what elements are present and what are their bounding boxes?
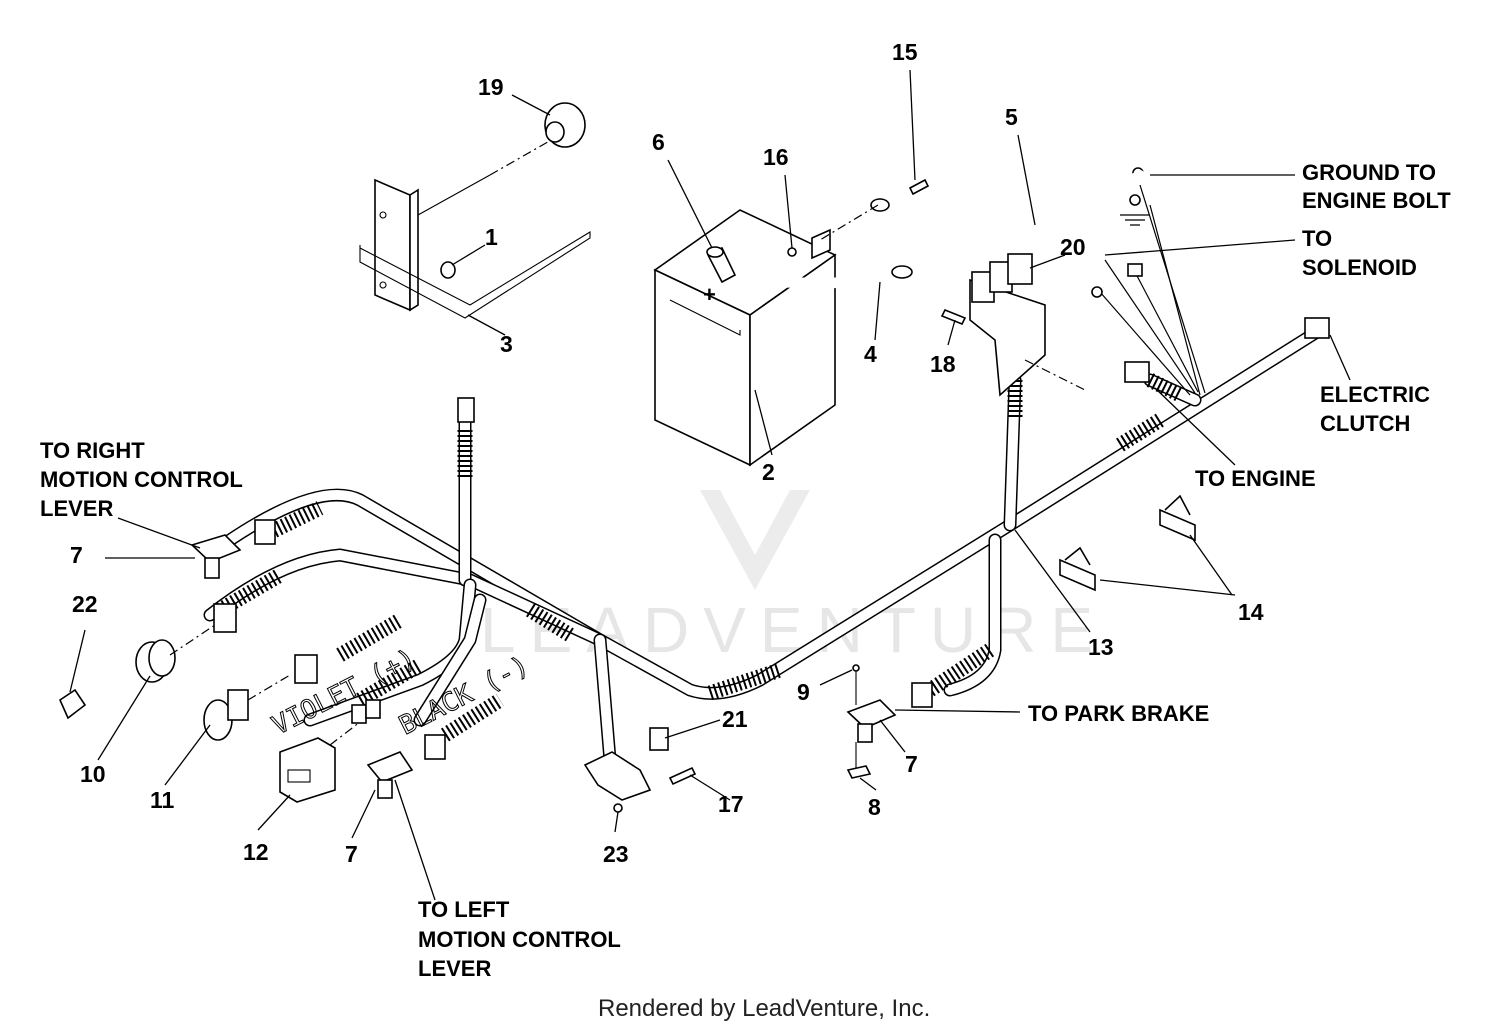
note-engine: TO ENGINE bbox=[1195, 466, 1316, 491]
note-right-line3: LEVER bbox=[40, 496, 113, 521]
callout-18: 18 bbox=[930, 351, 956, 377]
note-left-line2: MOTION CONTROL bbox=[418, 927, 621, 952]
note-right-line2: MOTION CONTROL bbox=[40, 467, 243, 492]
key-22 bbox=[58, 688, 87, 720]
bolt-15 bbox=[908, 178, 930, 196]
plus-sign-icon: + bbox=[703, 282, 716, 307]
connector bbox=[911, 682, 933, 708]
callout-9: 9 bbox=[797, 679, 810, 705]
callout-16: 16 bbox=[763, 144, 789, 170]
note-ground-line2: ENGINE BOLT bbox=[1302, 188, 1451, 213]
callout-5: 5 bbox=[1005, 104, 1018, 130]
plate-8 bbox=[846, 765, 872, 779]
callout-22: 22 bbox=[72, 591, 98, 617]
left-components bbox=[58, 534, 414, 803]
callout-11: 11 bbox=[150, 787, 175, 813]
switch-7-park bbox=[846, 699, 897, 729]
bracket-23 bbox=[583, 751, 652, 801]
callout-10: 10 bbox=[80, 761, 106, 787]
callout-17: 17 bbox=[718, 791, 744, 817]
switch-7-left bbox=[366, 751, 414, 783]
ignition-bracket bbox=[359, 102, 591, 319]
notes: GROUND TO ENGINE BOLT TO SOLENOID ELECTR… bbox=[40, 160, 1451, 981]
note-clutch-line2: CLUTCH bbox=[1320, 411, 1410, 436]
note-right-line1: TO RIGHT bbox=[40, 438, 145, 463]
clips-14 bbox=[1059, 494, 1196, 592]
connector bbox=[213, 603, 237, 633]
note-solenoid-line2: SOLENOID bbox=[1302, 255, 1417, 280]
callout-13: 13 bbox=[1088, 634, 1114, 660]
nut-16 bbox=[787, 247, 797, 257]
bolt-18 bbox=[940, 308, 967, 326]
callout-3: 3 bbox=[500, 331, 513, 357]
ground-ring-terminal bbox=[1129, 194, 1141, 206]
bolt-17 bbox=[668, 766, 697, 786]
callout-15: 15 bbox=[892, 39, 918, 65]
callout-4: 4 bbox=[864, 341, 877, 367]
note-left-line3: LEVER bbox=[418, 956, 491, 981]
ground-cable-5 bbox=[819, 170, 1145, 261]
note-park-brake: TO PARK BRAKE bbox=[1028, 701, 1209, 726]
bushing-1 bbox=[440, 261, 456, 279]
callout-1: 1 bbox=[485, 224, 498, 250]
electric-clutch-connector bbox=[1304, 317, 1330, 339]
connector-21 bbox=[649, 727, 669, 751]
ground-symbol-icon bbox=[1120, 214, 1150, 226]
callout-2: 2 bbox=[762, 459, 775, 485]
lower-parts bbox=[583, 664, 897, 813]
callout-19: 19 bbox=[478, 74, 504, 100]
callout-7-left: 7 bbox=[345, 841, 358, 867]
callout-14: 14 bbox=[1238, 599, 1264, 625]
connector bbox=[294, 654, 318, 684]
callout-8: 8 bbox=[868, 794, 881, 820]
footer-credit: Rendered by LeadVenture, Inc. bbox=[598, 995, 930, 1022]
callout-7-park: 7 bbox=[905, 751, 918, 777]
callout-6: 6 bbox=[652, 129, 665, 155]
note-ground-line1: GROUND TO bbox=[1302, 160, 1436, 185]
solenoid-ring-terminal bbox=[1091, 286, 1103, 298]
engine-connector bbox=[1124, 361, 1150, 383]
callout-20: 20 bbox=[1060, 234, 1086, 260]
harness-connectors bbox=[213, 167, 1330, 760]
screw-9 bbox=[852, 664, 860, 672]
callout-12: 12 bbox=[243, 839, 269, 865]
connector bbox=[254, 519, 276, 545]
callout-21: 21 bbox=[722, 706, 748, 732]
leader-lines bbox=[69, 69, 1351, 901]
note-clutch-line1: ELECTRIC bbox=[1320, 382, 1430, 407]
battery: + bbox=[653, 209, 913, 467]
nut-23 bbox=[613, 803, 623, 813]
connector bbox=[424, 734, 446, 760]
note-left-line1: TO LEFT bbox=[418, 897, 510, 922]
relay-assembly-20 bbox=[940, 253, 1086, 397]
callout-23: 23 bbox=[603, 841, 629, 867]
solenoid-terminal bbox=[1127, 263, 1143, 277]
callouts: 19 1 3 6 16 15 5 4 2 20 18 13 14 9 7 8 2… bbox=[70, 39, 1264, 867]
connector bbox=[457, 397, 475, 423]
note-solenoid-line1: TO bbox=[1302, 226, 1332, 251]
switch-7-right bbox=[190, 534, 242, 563]
positive-cable-4 bbox=[891, 265, 913, 279]
callout-7-right: 7 bbox=[70, 542, 83, 568]
